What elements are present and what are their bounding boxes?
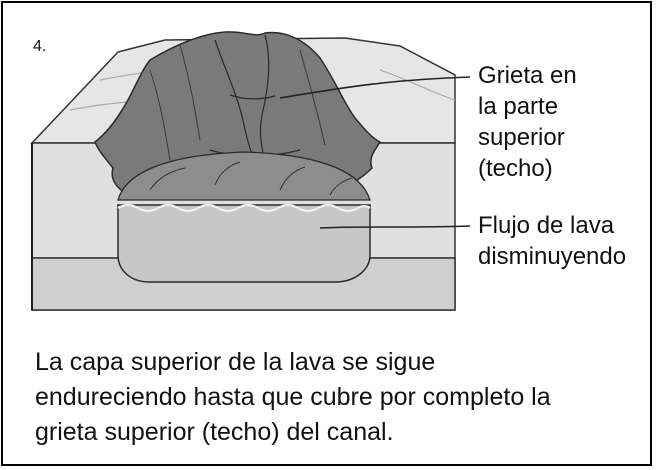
lava-crust [94,31,382,197]
caption-line: grieta superior (techo) del canal. [35,418,394,446]
caption-line: endureciendo hasta que cubre por complet… [35,383,551,411]
crack-label: Grieta en la parte superior (techo) [478,60,577,184]
crack-leader [279,76,471,99]
lava-flow [117,204,371,283]
flow-label-line: disminuyendo [478,243,627,270]
crack-label-line: superior [478,124,565,151]
crack-label-line: (techo) [478,155,553,182]
caption-line: La capa superior de la lava se sigue [35,348,436,376]
caption: La capa superior de la lava se sigue end… [35,345,635,450]
flow-label: Flujo de lava disminuyendo [478,210,626,272]
crack-label-line: la parte [478,93,559,120]
flow-label-line: Flujo de lava [478,212,615,239]
flow-leader [319,225,471,229]
crack-label-line: Grieta en [478,62,577,89]
step-number: 4. [33,38,47,55]
